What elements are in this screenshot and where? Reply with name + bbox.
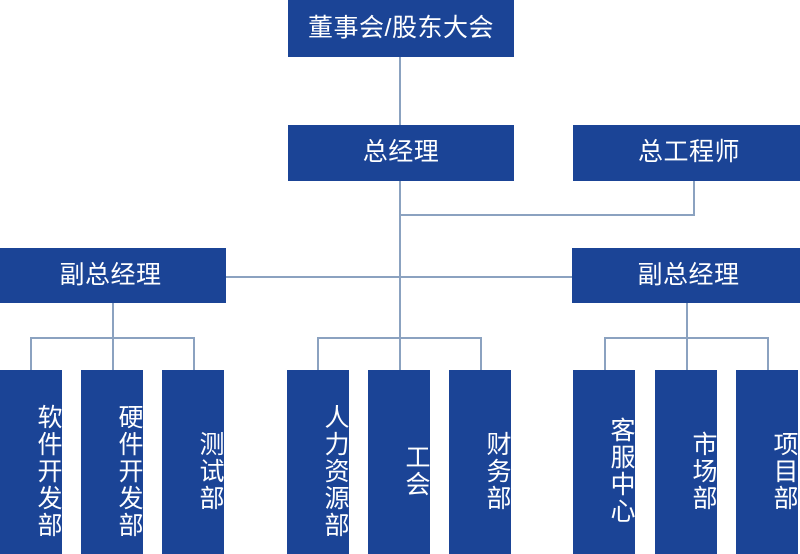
connector-right-branch-3 — [767, 337, 769, 371]
connector-left-branch-1 — [30, 337, 32, 371]
connector-left-branch-3 — [193, 337, 195, 371]
node-chief-engineer[interactable]: 总工程师 — [573, 125, 800, 181]
node-board-of-directors[interactable]: 董事会/股东大会 — [288, 0, 514, 57]
node-software-development-dept[interactable]: 软件开发部 — [0, 370, 62, 554]
node-deputy-general-manager-left[interactable]: 副总经理 — [0, 248, 226, 303]
node-marketing-dept[interactable]: 市场部 — [655, 370, 717, 554]
node-testing-dept[interactable]: 测试部 — [162, 370, 224, 554]
node-labor-union[interactable]: 工会 — [368, 370, 430, 554]
connector-right-branch-1 — [604, 337, 606, 371]
connector-middle-branch-3 — [480, 337, 482, 371]
node-customer-service-center[interactable]: 客服中心 — [573, 370, 635, 554]
connector-deputy-row — [0, 276, 700, 278]
connector-gm-down — [399, 181, 401, 277]
connector-middle-stem — [399, 276, 401, 338]
connector-board-to-gm — [399, 57, 401, 128]
node-finance-dept[interactable]: 财务部 — [449, 370, 511, 554]
node-hardware-development-dept[interactable]: 硬件开发部 — [81, 370, 143, 554]
node-project-dept[interactable]: 项目部 — [736, 370, 798, 554]
connector-left-branch-2 — [112, 337, 114, 371]
connector-chief-engineer-down — [693, 181, 695, 215]
connector-middle-branch-1 — [317, 337, 319, 371]
connector-right-deputy-stem — [686, 303, 688, 338]
node-human-resources-dept[interactable]: 人力资源部 — [287, 370, 349, 554]
connector-left-deputy-stem — [112, 303, 114, 338]
node-deputy-general-manager-right[interactable]: 副总经理 — [572, 248, 800, 303]
connector-right-branch-2 — [686, 337, 688, 371]
connector-middle-branch-2 — [399, 337, 401, 371]
node-general-manager[interactable]: 总经理 — [288, 125, 514, 181]
connector-chief-engineer-to-spine — [399, 214, 695, 216]
